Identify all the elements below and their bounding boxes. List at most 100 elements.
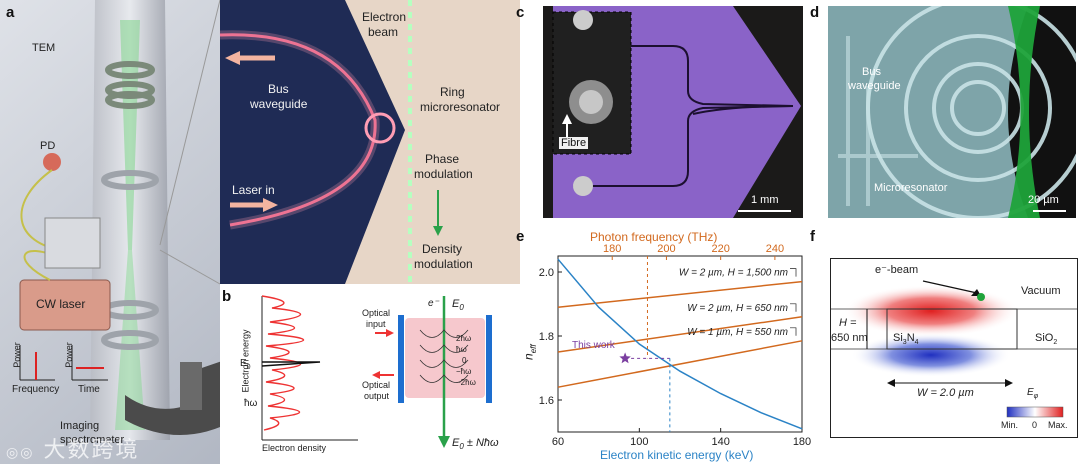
top-tick-label: 220 bbox=[711, 243, 729, 255]
panel-f: e⁻-beam Vacuum H = 650 nm Si3N4 SiO2 W =… bbox=[830, 258, 1078, 438]
panel-a-illustration bbox=[0, 0, 520, 464]
label-density-1: Density bbox=[422, 242, 463, 256]
panel-c: Fibre 1 mm bbox=[543, 6, 803, 218]
colorbar-phi: φ bbox=[1033, 393, 1039, 400]
e0-top-symbol: E bbox=[452, 298, 460, 310]
label-d-microresonator: Microresonator bbox=[874, 182, 948, 194]
panel-letter-e: e bbox=[516, 228, 525, 245]
top-tick-label: 200 bbox=[657, 243, 675, 255]
label-optical-output-1: Optical bbox=[362, 380, 391, 390]
label-e0-top: E0 bbox=[452, 298, 464, 312]
y-axis-symbol: n bbox=[521, 353, 536, 360]
mode-field-map bbox=[831, 280, 1077, 418]
label-power-2: Power bbox=[63, 342, 74, 368]
y-tick-label: 2.0 bbox=[539, 267, 554, 279]
label-scale-c: 1 mm bbox=[751, 194, 779, 206]
zoom-line-bottom bbox=[159, 249, 221, 285]
spectrometer-detector bbox=[180, 362, 202, 410]
chart-y-axis-title: neff bbox=[522, 344, 538, 360]
panel-letter-d: d bbox=[810, 4, 820, 21]
y-tick-label: 1.8 bbox=[539, 331, 554, 343]
resonator-inset bbox=[219, 0, 520, 284]
e0-bottom-symbol: E bbox=[452, 437, 460, 449]
label-ring-2: microresonator bbox=[420, 100, 501, 114]
label-d-bus-2: waveguide bbox=[848, 80, 901, 92]
label-d-bus-1: Bus bbox=[862, 66, 881, 78]
label-optical-input-1: Optical bbox=[362, 308, 391, 318]
e0-bottom-rest: ± Nħω bbox=[463, 437, 499, 449]
series-label-0: W = 2 µm, H = 1,500 nm bbox=[679, 268, 788, 279]
label-imaging: Imaging bbox=[60, 420, 100, 432]
series-label-bracket-0 bbox=[790, 268, 797, 277]
series-line-0 bbox=[557, 280, 803, 308]
electron-beam-green-lower bbox=[115, 250, 145, 430]
si3n4-n: N bbox=[906, 332, 915, 344]
level-2hw: 2ħω bbox=[456, 334, 472, 343]
label-electron-density: Electron density bbox=[262, 443, 327, 453]
label-colorbar-title: Eφ bbox=[1027, 387, 1038, 400]
watermark-text: 大数跨境 bbox=[43, 438, 140, 463]
x-tick-label: 100 bbox=[630, 436, 648, 448]
panel-d: Bus waveguide Microresonator 20 µm bbox=[828, 6, 1076, 218]
series-line-2 bbox=[557, 340, 803, 388]
panel-a: a TEM PD CW laser Imaging spectrometer P… bbox=[0, 0, 520, 464]
label-power-1: Power bbox=[11, 342, 22, 368]
chart-this-work: This work bbox=[572, 340, 615, 351]
y-tick-label: 1.6 bbox=[539, 395, 554, 407]
x-tick-label: 140 bbox=[711, 436, 729, 448]
label-phase-1: Phase bbox=[425, 152, 460, 166]
label-ebeam: e⁻-beam bbox=[875, 264, 919, 276]
chart-top-axis-title: Photon frequency (THz) bbox=[590, 230, 718, 244]
label-pd: PD bbox=[40, 140, 56, 152]
level-minus-2hw: −2ħω bbox=[456, 378, 476, 387]
label-e-minus: e⁻ bbox=[428, 298, 439, 309]
x-tick-label: 60 bbox=[552, 436, 564, 448]
label-fibre: Fibre bbox=[559, 137, 589, 149]
panel-letter-c: c bbox=[516, 4, 525, 21]
label-electron-beam-2: beam bbox=[368, 25, 399, 39]
si3n4-sub2: 4 bbox=[914, 339, 919, 347]
panel-letter-b: b bbox=[222, 288, 232, 305]
label-hw: ħω bbox=[244, 398, 258, 409]
label-cb-zero: 0 bbox=[1032, 420, 1038, 430]
energy-spectrum-black bbox=[261, 361, 321, 367]
label-vacuum: Vacuum bbox=[1021, 285, 1061, 297]
label-density-2: modulation bbox=[414, 257, 473, 271]
magnetic-lenses bbox=[101, 61, 159, 350]
series-label-bracket-1 bbox=[790, 303, 797, 312]
label-optical-input-2: input bbox=[366, 319, 386, 329]
e0-bottom-sub: 0 bbox=[459, 442, 464, 452]
pd-detector bbox=[43, 153, 61, 171]
colorbar-e: E bbox=[1027, 387, 1034, 398]
chart-frame bbox=[557, 255, 803, 433]
this-work-star bbox=[619, 352, 631, 364]
sample-holder bbox=[44, 217, 101, 269]
label-e0-left: E0 bbox=[240, 358, 251, 371]
label-laser-in: Laser in bbox=[232, 183, 275, 197]
label-e0-bottom: E0 ± Nħω bbox=[452, 437, 499, 451]
e0-left-symbol: E bbox=[240, 358, 247, 369]
energy-level-list: 2ħω ħω 0 −ħω −2ħω bbox=[456, 333, 496, 388]
label-h-1: H = bbox=[839, 317, 857, 329]
series-label-1: W = 2 µm, H = 650 nm bbox=[687, 303, 788, 314]
level-minus-hw: −ħω bbox=[456, 367, 472, 376]
top-tick-label: 180 bbox=[603, 243, 621, 255]
sio2-sub: 2 bbox=[1053, 339, 1058, 347]
label-tem: TEM bbox=[32, 42, 56, 54]
label-ring-1: Ring bbox=[440, 85, 465, 99]
zoom-line-top bbox=[159, 0, 221, 246]
level-hw: ħω bbox=[456, 345, 467, 354]
label-cw-laser: CW laser bbox=[36, 297, 86, 311]
label-phase-2: modulation bbox=[414, 167, 473, 181]
spectrometer-body bbox=[125, 360, 235, 435]
series-label-bracket-2 bbox=[790, 327, 797, 336]
label-sio2: SiO2 bbox=[1035, 332, 1057, 346]
label-electron-beam-1: Electron bbox=[362, 10, 407, 24]
label-optical-output-2: output bbox=[364, 391, 390, 401]
chip-image bbox=[543, 6, 803, 218]
label-cb-min: Min. bbox=[1001, 420, 1019, 430]
watermark: ◎◎ 大数跨境 bbox=[6, 432, 139, 464]
label-si3n4: Si3N4 bbox=[893, 332, 919, 346]
